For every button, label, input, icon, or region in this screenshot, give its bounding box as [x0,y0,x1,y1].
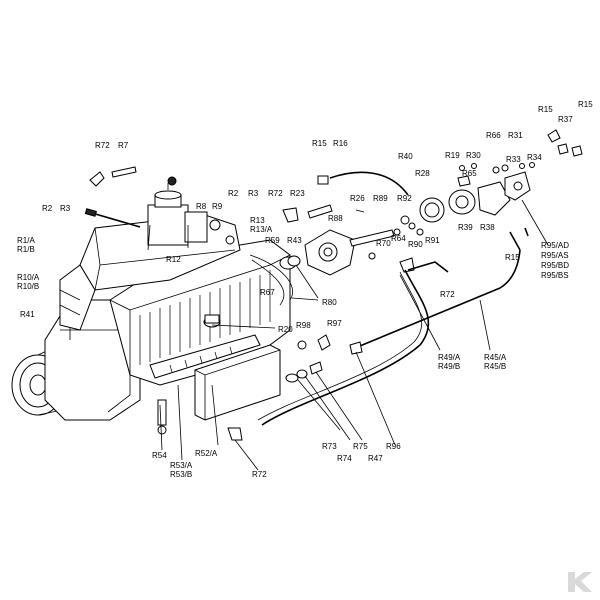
label-r12: R12 [166,255,181,264]
label-r43: R43 [287,236,302,245]
label-r90: R90 [408,240,423,249]
label-r92: R92 [397,194,412,203]
label-r30: R30 [466,151,481,160]
label-r1a: R1/A [17,236,35,245]
label-r97: R97 [327,319,342,328]
label-r96: R96 [386,442,401,451]
label-r66: R66 [486,131,501,140]
label-r8: R8 [196,202,207,211]
label-r74: R74 [337,454,352,463]
label-r88: R88 [328,214,343,223]
label-r20: R20 [278,325,293,334]
label-r45b: R45/B [484,362,506,371]
label-r7: R7 [118,141,129,150]
label-r72-a: R72 [95,141,110,150]
label-r73: R73 [322,442,337,451]
label-r3-a: R3 [60,204,71,213]
label-r54: R54 [152,451,167,460]
label-r39: R39 [458,223,473,232]
label-r95ad: R95/AD [541,241,569,250]
label-r75: R75 [353,442,368,451]
label-r13a: R13/A [250,225,273,234]
label-r37: R37 [558,115,573,124]
pipes-and-fittings [89,129,583,471]
label-r49b: R49/B [438,362,460,371]
part-labels: R72 R7 R15 R16 R40 R19 R30 R66 R31 R15 R… [17,100,593,479]
label-r70: R70 [376,239,391,248]
label-r67: R67 [260,288,275,297]
label-r89: R89 [373,194,388,203]
label-r95as: R95/AS [541,251,569,260]
label-r34: R34 [527,153,542,162]
label-r9: R9 [212,202,223,211]
label-r10b: R10/B [17,282,39,291]
label-r72-d: R72 [252,470,267,479]
label-r33: R33 [506,155,521,164]
label-r10a: R10/A [17,273,40,282]
label-r1b: R1/B [17,245,35,254]
label-r64: R64 [391,234,406,243]
label-r15-a: R15 [312,139,327,148]
label-r3-b: R3 [248,189,259,198]
label-r80: R80 [322,298,337,307]
compressor-body [11,176,293,441]
label-r15-b: R15 [538,105,553,114]
label-r23: R23 [290,189,305,198]
label-r13: R13 [250,216,265,225]
label-r53b: R53/B [170,470,192,479]
label-r95bd: R95/BD [541,261,569,270]
label-r2-b: R2 [228,189,239,198]
label-r28: R28 [415,169,430,178]
label-r98: R98 [296,321,311,330]
label-r31: R31 [508,131,523,140]
label-r15-d: R15 [505,253,520,262]
label-r19: R19 [445,151,460,160]
label-r53a: R53/A [170,461,193,470]
label-r47: R47 [368,454,383,463]
label-r38: R38 [480,223,495,232]
label-r52a: R52/A [195,449,218,458]
label-r16: R16 [333,139,348,148]
label-r72-b: R72 [268,189,283,198]
label-r15-c: R15 [578,100,593,109]
label-r65: R65 [462,169,477,178]
label-r2-a: R2 [42,204,53,213]
label-r95bs: R95/BS [541,271,569,280]
label-r45a: R45/A [484,353,507,362]
label-r59: R59 [265,236,280,245]
kramp-logo-icon [568,572,592,592]
label-r26: R26 [350,194,365,203]
label-r91: R91 [425,236,440,245]
label-r49a: R49/A [438,353,461,362]
label-r40: R40 [398,152,413,161]
label-r72-c: R72 [440,290,455,299]
label-r41: R41 [20,310,35,319]
